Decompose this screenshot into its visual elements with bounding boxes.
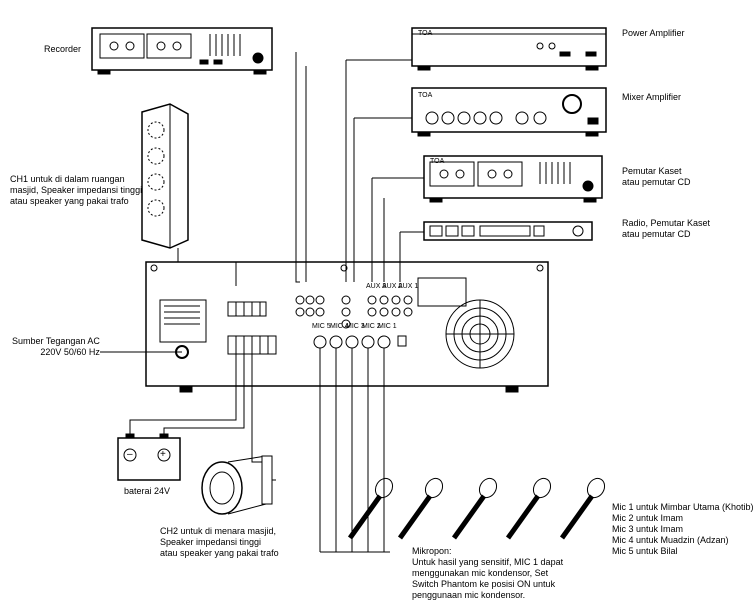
mic-1-jack-label: MIC 1 [378, 323, 397, 330]
cassette-player-device [423, 155, 603, 203]
mic-3-jack-label: MIC 3 [346, 323, 365, 330]
radio-label: Radio, Pemutar Kaset atau pemutar CD [622, 218, 711, 239]
cassette-brand-label: TOA [430, 158, 445, 165]
battery-plus-terminal: + [160, 449, 166, 460]
microphone-assignment-list: Mic 1 untuk Mimbar Utama (Khotib) Mic 2 … [612, 502, 754, 556]
mixer-amplifier-label: Mixer Amplifier [622, 92, 682, 102]
aux-1-label: AUX 1 [398, 283, 419, 290]
mixer-brand-label: TOA [418, 92, 433, 99]
battery-minus-terminal: – [127, 449, 133, 460]
power-amplifier-label: Power Amplifier [622, 28, 685, 38]
amplifier-rear-panel [145, 261, 549, 393]
mic-2 [505, 477, 552, 540]
wiring-lines [100, 52, 424, 553]
mixer-amplifier-device [411, 87, 607, 137]
horn-speaker [201, 455, 276, 515]
mic-1 [559, 477, 606, 540]
ch1-note: CH1 untuk di dalam ruangan masjid, Speak… [10, 174, 143, 206]
battery-label: baterai 24V [124, 486, 171, 496]
column-speaker [141, 103, 189, 262]
recorder-device [91, 27, 273, 75]
power-amp-brand-label: TOA [418, 30, 433, 37]
mic-4-jack-label: MIC 4 [330, 323, 349, 330]
aux-3-label: AUX 3 [366, 283, 387, 290]
mic-4 [397, 477, 444, 540]
mic-3 [451, 477, 498, 540]
ch2-note: CH2 untuk di menara masjid, Speaker impe… [160, 526, 279, 558]
power-amplifier-device [411, 27, 607, 71]
mic-2-jack-label: MIC 2 [362, 323, 381, 330]
microphones [347, 477, 606, 540]
mic-5-jack-label: MIC 5 [312, 323, 331, 330]
cassette-player-label: Pemutar Kaset atau pemutar CD [622, 166, 691, 187]
recorder-label: Recorder [44, 44, 82, 54]
ac-power-note: Sumber Tegangan AC 220V 50/60 Hz [12, 336, 100, 357]
mic-5 [347, 477, 394, 540]
radio-device [423, 221, 593, 241]
microphone-note: Mikropon: Untuk hasil yang sensitif, MIC… [412, 546, 564, 600]
aux-2-label: AUX 2 [382, 283, 403, 290]
